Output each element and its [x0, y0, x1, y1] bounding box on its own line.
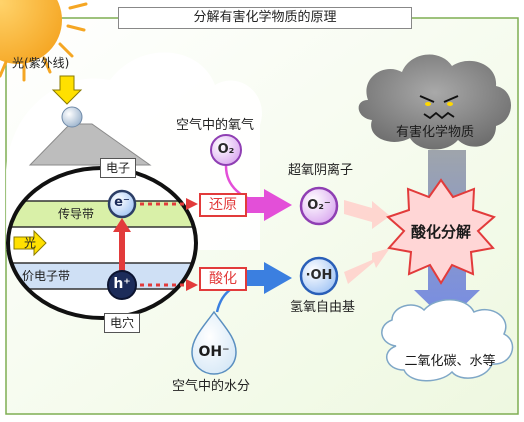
- reduction-label: 还原: [199, 193, 247, 217]
- electron-transfer-arrowhead: [186, 198, 198, 210]
- excitation-arrow-icon: [113, 218, 131, 276]
- light-arrow-icon: [51, 75, 83, 105]
- products-cloud-icon: [381, 299, 514, 382]
- hole-icon: [107, 270, 137, 300]
- harmful-chemical-cloud-icon: [358, 54, 511, 150]
- page-title: 分解有害化学物质的原理: [118, 7, 412, 29]
- hydroxyl-to-decompose-arrow-icon: [344, 248, 390, 284]
- electron-symbol: e⁻: [114, 195, 130, 210]
- air-oxygen-label: 空气中的氧气: [176, 118, 255, 133]
- superoxide-to-decompose-arrow-icon: [344, 200, 390, 229]
- reduction-arrow-icon: [246, 189, 292, 221]
- air-water-label: 空气中的水分: [172, 379, 251, 394]
- harmful-chemical-label: 有害化学物质: [396, 125, 475, 140]
- decompose-starburst-icon: [386, 178, 496, 285]
- oxidation-label: 酸化: [199, 267, 247, 291]
- hole-label: 电穴: [104, 313, 140, 333]
- water-drop-icon: [191, 310, 237, 375]
- electron-icon: [107, 189, 137, 219]
- superoxide-icon: [299, 186, 339, 226]
- hydroxyl-radical-label: 氢氧自由基: [290, 300, 356, 315]
- light-uv-label: 光(紫外线): [12, 56, 70, 70]
- sun-icon: [0, 0, 88, 82]
- oxidation-arrow-icon: [246, 262, 292, 294]
- photocatalyst-particle-icon: [61, 106, 83, 128]
- decompose-label: 酸化分解: [410, 223, 471, 241]
- hydroxyl-radical-icon: [299, 256, 339, 296]
- conduction-band-label: 传导带: [58, 207, 95, 221]
- hole-symbol: h⁺: [113, 276, 131, 292]
- light-input-arrow-icon: [13, 229, 47, 257]
- hydroxyl-radical-symbol: ·OH: [305, 268, 333, 283]
- superoxide-symbol: O₂⁻: [307, 198, 331, 213]
- light-label: 光: [24, 236, 37, 250]
- oxygen-molecule-icon: [210, 134, 242, 166]
- oxygen-symbol: O₂: [217, 142, 235, 157]
- hydroxide-symbol: OH⁻: [198, 344, 230, 360]
- hole-transfer-arrowhead: [186, 279, 198, 291]
- superoxide-label: 超氧阴离子: [288, 163, 354, 178]
- valence-band-label: 价电子带: [22, 269, 71, 283]
- electron-label: 电子: [100, 158, 136, 178]
- products-label: 二氧化碳、水等: [404, 354, 496, 369]
- cone: [28, 123, 152, 166]
